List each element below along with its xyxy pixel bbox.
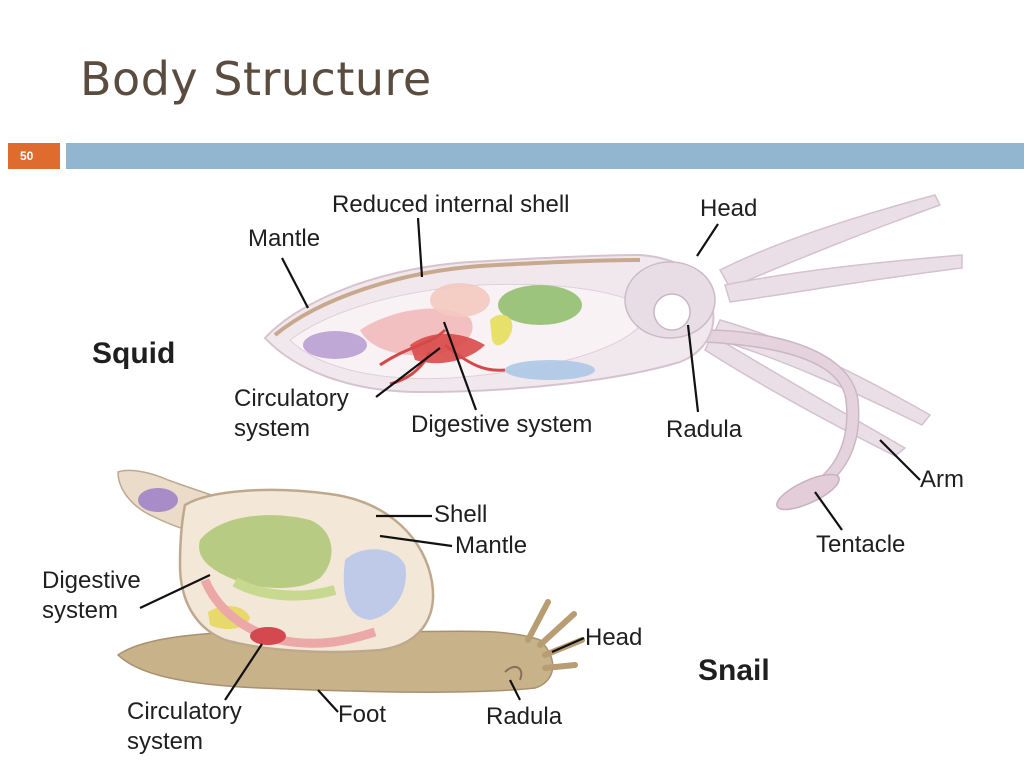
page-number-badge: 50: [8, 143, 60, 169]
squid-label-arm: Arm: [920, 466, 964, 493]
snail-label-head: Head: [585, 624, 642, 651]
squid-label-circulatory-line2: system: [234, 415, 310, 442]
snail-illustration: [116, 469, 585, 693]
squid-label-radula: Radula: [666, 416, 743, 443]
snail-digestive-coil: [232, 577, 337, 601]
squid-organ-blue: [505, 360, 595, 380]
snail-head-tentacles: [525, 599, 585, 671]
squid-label-circulatory-line1: Circulatory: [234, 385, 349, 412]
snail-leader-radula: [509, 679, 521, 701]
snail-label-digestive-line2: system: [42, 597, 118, 624]
squid-digestive-green: [498, 285, 582, 325]
squid-label-digestive: Digestive system: [411, 411, 592, 438]
snail-heart-red: [250, 627, 286, 645]
slide-title: Body Structure: [80, 52, 432, 106]
squid-leader-arm: [879, 439, 921, 481]
squid-label-head: Head: [700, 195, 757, 222]
snail-leader-circulatory: [224, 643, 263, 701]
squid-leader-radula: [686, 324, 700, 413]
squid-organ-yellow: [490, 314, 513, 346]
snail-leader-foot: [317, 689, 339, 713]
squid-label-mantle: Mantle: [248, 225, 320, 252]
snail-label-circulatory-line2: system: [127, 728, 203, 755]
squid-internal-shell: [273, 258, 641, 337]
squid-arm-upper: [718, 194, 942, 289]
snail-name: Snail: [698, 654, 770, 687]
squid-organ-peach: [430, 283, 490, 317]
snail-organ-purple: [138, 488, 178, 512]
squid-illustration: [263, 194, 963, 511]
snail-leader-digestive: [139, 574, 211, 609]
squid-label-tentacle: Tentacle: [816, 531, 905, 558]
snail-digestive-green: [199, 515, 332, 588]
snail-leader-mantle: [379, 534, 453, 548]
header-bar: [66, 143, 1024, 169]
squid-leader-shell: [416, 217, 424, 278]
squid-leader-head: [696, 223, 719, 257]
squid-eye: [653, 293, 691, 331]
snail-label-shell: Shell: [434, 501, 487, 528]
squid-leader-tentacle: [814, 491, 843, 531]
snail-label-mantle: Mantle: [455, 532, 527, 559]
snail-mantle-blue: [343, 549, 406, 620]
squid-leader-circulatory: [375, 347, 441, 398]
squid-arm-upper-2: [724, 254, 963, 303]
squid-tentacle-club: [776, 473, 840, 511]
snail-label-foot: Foot: [338, 701, 386, 728]
snail-label-radula: Radula: [486, 703, 563, 730]
squid-label-shell: Reduced internal shell: [332, 191, 569, 218]
snail-label-digestive-line1: Digestive: [42, 567, 141, 594]
squid-organ-purple: [303, 331, 367, 359]
squid-leader-digestive: [442, 321, 478, 411]
squid-leader-mantle: [281, 257, 309, 309]
snail-label-circulatory-line1: Circulatory: [127, 698, 242, 725]
squid-name: Squid: [92, 337, 175, 370]
snail-leader-head: [551, 636, 585, 654]
snail-radula-loop: [504, 665, 523, 681]
